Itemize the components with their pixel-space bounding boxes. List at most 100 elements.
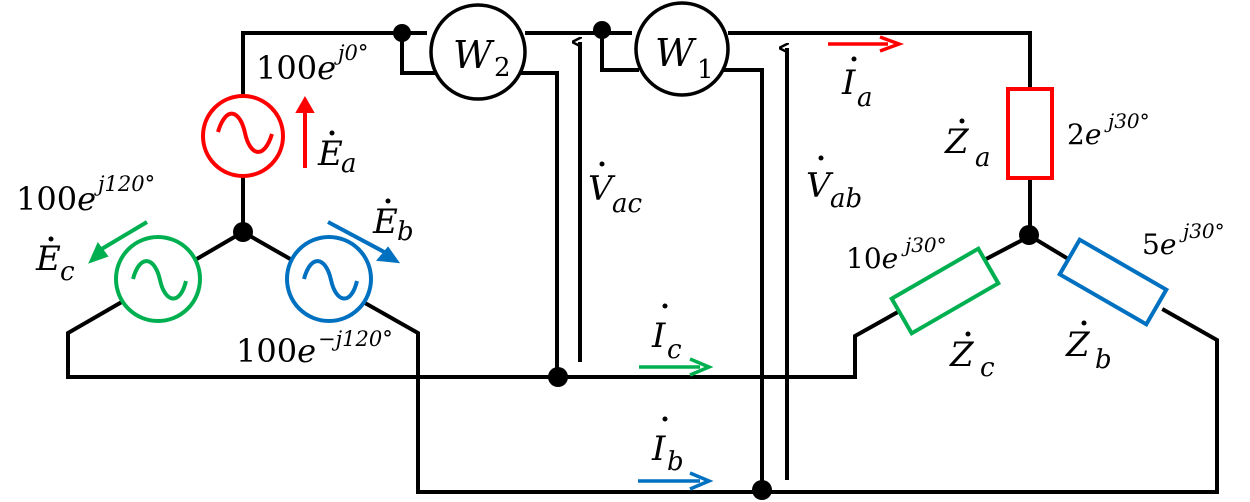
phasor-dot [662,416,668,422]
source-a-sub: a [341,149,357,179]
load-zc-symbol: Z [949,335,975,375]
load-za-sub: a [975,143,991,173]
load-zb-magnitude: 5 [1142,228,1160,261]
source-c [114,235,202,323]
svg-text:100e: 100e [16,180,96,218]
phasor-dot [599,161,605,167]
load-zb-exponent: j30° [1179,219,1225,243]
load-zc-label: Z c [949,331,995,383]
phasor-dot [851,56,857,62]
load-za-value: 2e j30° [1067,109,1150,151]
load-za-magnitude: 2 [1067,118,1085,151]
load-zb-resistor [1056,236,1170,328]
svg-text:10e: 10e [846,242,898,275]
wires [66,31,1219,494]
sine-wave-icon [216,111,274,154]
arrow-down-left-icon [98,220,149,252]
nodes [233,21,1039,500]
phasor-dot [965,331,971,337]
load-zb-sub: b [1095,345,1112,375]
current-ib-arrow [638,471,714,491]
phasor-dot [48,236,54,242]
current-ia-label: I a [841,56,873,113]
load-za-exponent: j30° [1104,109,1150,133]
arrow-head [88,242,109,264]
arrow-head [879,35,905,53]
phasor-dot [385,198,391,204]
wattmeter-w2-circle [429,3,527,101]
svg-text:5e: 5e [1142,228,1176,261]
current-ib-sub: b [667,447,684,477]
wire-source-b-out [362,300,1219,494]
current-ic-arrow [639,357,714,377]
source-b-exponent: −j120° [318,327,393,351]
source-a-symbol: E [317,134,343,174]
source-c-sub: c [60,257,75,287]
load-zb-value: 5e j30° [1142,219,1225,261]
phasor-dot [662,303,668,309]
current-ib-symbol: I [651,429,666,469]
wattmeter-w2-symbol: W [453,33,495,77]
current-ic-sub: c [667,335,682,365]
phasor-dot [818,155,824,161]
source-b-sub: b [397,217,414,247]
wire-w2-voltage-in [400,31,439,75]
load-zb-label: Z b [1065,320,1112,375]
sine-wave-icon [131,259,188,301]
source-a-circle [201,94,285,178]
current-ia-symbol: I [841,63,856,103]
voltage-vab-symbol: V [806,166,834,206]
wattmeter-w2-sub: 2 [494,53,511,83]
source-a-magnitude: 100 [256,49,317,87]
svg-text:100e: 100e [236,332,316,370]
svg-text:2e: 2e [1067,118,1101,151]
source-b-symbol: E [372,202,398,242]
wattmeter-w1: W 1 [634,1,730,97]
source-c-label: E c [35,236,75,287]
current-ic-symbol: I [651,316,666,356]
node-phase-c [548,367,568,387]
current-ia-sub: a [857,83,873,113]
wire-w1-voltage-out [721,68,764,492]
source-a-label: E a [317,130,357,179]
source-a [201,94,285,178]
arrow-head [295,95,315,113]
load-zc-magnitude: 10 [846,242,882,275]
source-c-symbol: E [35,239,61,279]
phasor-dot [1081,320,1087,326]
load-zc-sub: c [980,353,995,383]
wattmeter-w1-symbol: W [655,31,697,75]
current-ic-label: I c [651,303,682,365]
sine-wave-icon [302,259,359,301]
source-b-value: 100e −j120° [236,327,393,370]
current-ib-label: I b [651,416,684,477]
phasor-dot [959,118,965,124]
arrow-down-right-icon [327,220,389,256]
load-za-resistor [1006,87,1054,180]
voltage-vab-sub: ab [830,184,862,214]
wire-w1-to-load-a [728,31,1032,92]
voltage-vac-label: V ac [588,161,643,219]
load-zc-value: 10e j30° [846,233,947,275]
source-b-arrow [327,220,401,264]
source-a-arrow [295,95,315,168]
arrow-head [689,471,714,491]
source-a-exponent: j0° [334,41,368,65]
wattmeter-w2: W 2 [429,3,527,101]
wire-source-c-out [66,300,908,379]
wattmeter-w1-sub: 1 [697,55,714,85]
wire-w2-voltage-out [519,71,559,379]
load-za-symbol: Z [944,122,970,162]
load-zb [1056,236,1170,328]
source-c-value: 100e j120° [16,172,155,218]
node-source-neutral [233,222,253,242]
load-za-label: Z a [944,118,991,173]
voltage-vab-label: V ab [806,155,862,214]
source-c-magnitude: 100 [16,180,77,218]
source-b-magnitude: 100 [236,332,297,370]
source-b [285,235,373,323]
voltage-vac-symbol: V [588,169,616,209]
arrow-head [689,357,714,377]
